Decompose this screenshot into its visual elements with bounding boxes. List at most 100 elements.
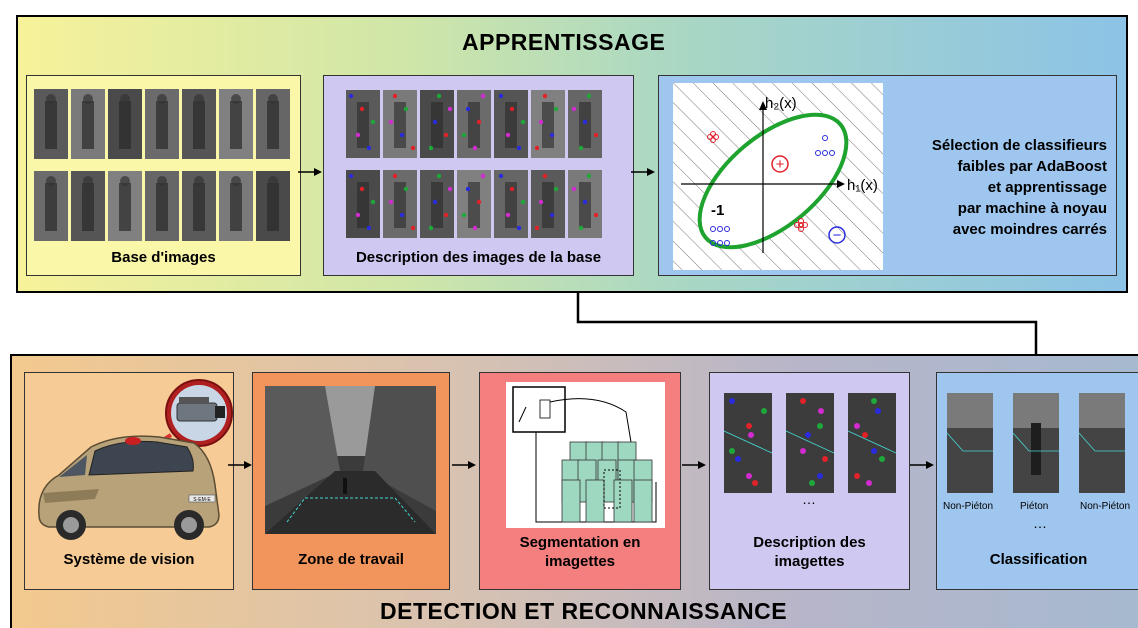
car-icon: S·EM·E — [38, 435, 220, 540]
learning-title: APPRENTISSAGE — [462, 29, 666, 55]
detection-title: DETECTION ET RECONNAISSANCE — [380, 598, 788, 624]
thumbnail — [71, 89, 105, 159]
imagette-thumbnail — [785, 393, 835, 493]
classifier-panel: h₂(x) h₁(x) -1 + − Sélection de classifi… — [658, 75, 1117, 276]
selection-line-4: par machine à noyau — [957, 200, 1107, 217]
imagette-block — [561, 479, 581, 523]
thumbnail — [71, 171, 105, 241]
image-description-panel: Description des images de la base — [323, 75, 634, 276]
classification-panel: Non-Piéton Piéton Non-Piéton … Classific… — [936, 372, 1138, 590]
described-image-grid — [346, 90, 602, 238]
thumbnail — [256, 89, 290, 159]
plus-class-symbol: + — [776, 156, 785, 173]
car-camera-image: S·EM·E — [38, 379, 233, 540]
segmentation-panel: Segmentation en imagettes — [479, 372, 681, 590]
described-thumbnail — [420, 170, 454, 238]
ellipse-interior — [699, 114, 847, 248]
classified-imagette — [947, 393, 993, 493]
classified-imagette — [1078, 393, 1125, 493]
imagette-thumbnail — [847, 393, 897, 493]
selection-line-3: et apprentissage — [987, 179, 1107, 196]
vision-system-panel: S·EM·E Système de vision — [24, 372, 234, 590]
arrow-vision-to-zone — [228, 461, 252, 469]
y-axis-label: h₂(x) — [765, 95, 797, 112]
thumbnail — [219, 171, 253, 241]
described-thumbnail — [494, 90, 528, 158]
thumbnail — [145, 171, 179, 241]
image-description-label: Description des images de la base — [355, 249, 602, 266]
plus-class-marker — [771, 155, 789, 173]
decision-boundary-ellipse — [697, 112, 849, 250]
described-thumbnail — [531, 170, 565, 238]
imagette-blocks — [561, 441, 653, 523]
class-label-3: Non-Piéton — [1080, 501, 1131, 512]
classification-label: Classification — [989, 551, 1088, 568]
work-zone-label: Zone de travail — [298, 551, 404, 568]
negative-class-points — [710, 135, 835, 246]
described-thumbnail — [531, 90, 565, 158]
described-thumbnail — [346, 90, 380, 158]
thumbnail — [219, 89, 253, 159]
detection-section: DETECTION ET RECONNAISSANCE S·EM·E — [10, 354, 1138, 628]
imagette-description-images — [724, 393, 897, 493]
license-plate: S·EM·E — [193, 497, 211, 503]
selected-imagette — [603, 469, 621, 509]
thumbnail — [182, 171, 216, 241]
selection-line-1: Sélection de classifieurs — [931, 137, 1107, 154]
x-axis-label: h₁(x) — [847, 177, 878, 194]
selection-line-2: faibles par AdaBoost — [957, 158, 1107, 175]
selection-line-5: avec moindres carrés — [952, 221, 1107, 238]
imagette-block — [633, 479, 653, 523]
camera-icon — [176, 397, 225, 422]
arrow-description-to-classifier — [631, 168, 655, 176]
class-label-1: Non-Piéton — [943, 501, 994, 512]
image-base-panel: Base d'images — [26, 75, 301, 276]
pedestrian-image-grid — [34, 89, 290, 241]
kernel-plot: h₂(x) h₁(x) -1 + − — [673, 83, 883, 270]
described-thumbnail — [383, 170, 417, 238]
classification-images — [947, 393, 1125, 493]
described-thumbnail — [346, 170, 380, 238]
work-zone-outline — [286, 497, 416, 523]
imagette-description-panel: … Description des imagettes — [709, 372, 910, 590]
segmentation-label-line-1: Segmentation en — [519, 534, 641, 551]
described-thumbnail — [494, 170, 528, 238]
thumbnail — [145, 89, 179, 159]
thumbnail — [108, 89, 142, 159]
imagette-block — [585, 479, 605, 523]
thumbnail — [34, 171, 68, 241]
thumbnail — [182, 89, 216, 159]
street-scene-image — [265, 386, 436, 534]
work-zone-panel: Zone de travail — [252, 372, 450, 590]
classifier-selection-text: Sélection de classifieurs faibles par Ad… — [897, 135, 1107, 240]
description-ellipsis: … — [802, 491, 816, 507]
described-thumbnail — [457, 90, 491, 158]
described-thumbnail — [420, 90, 454, 158]
minus-class-symbol: − — [833, 227, 842, 244]
thumbnail — [34, 89, 68, 159]
described-thumbnail — [383, 90, 417, 158]
arrow-segmentation-to-description — [682, 461, 706, 469]
imagette-block — [613, 479, 633, 523]
vision-system-label: Système de vision — [63, 551, 195, 568]
class-label-2: Piéton — [1020, 501, 1049, 512]
minus-class-marker — [828, 226, 846, 244]
segmentation-label-line-2: imagettes — [544, 553, 616, 570]
described-thumbnail — [568, 170, 602, 238]
class-labels-row: Non-Piéton Piéton Non-Piéton — [937, 501, 1138, 515]
y-axis-arrow-icon — [759, 101, 767, 110]
imagette-description-label-1: Description des — [753, 534, 866, 551]
classification-ellipsis: … — [1033, 515, 1047, 531]
thumbnail — [256, 171, 290, 241]
imagette-description-label-2: imagettes — [774, 553, 845, 570]
image-base-label: Base d'images — [111, 249, 216, 266]
arrow-zone-to-segmentation — [452, 461, 476, 469]
positive-class-points — [707, 131, 808, 232]
classified-imagette — [1012, 393, 1059, 493]
described-thumbnail — [568, 90, 602, 158]
minus-one-label: -1 — [711, 202, 724, 219]
learning-section: APPRENTISSAGE Base d'images Description … — [16, 15, 1128, 293]
arrow-description-to-classification — [910, 461, 934, 469]
segmentation-diagram — [506, 382, 665, 528]
thumbnail — [108, 171, 142, 241]
